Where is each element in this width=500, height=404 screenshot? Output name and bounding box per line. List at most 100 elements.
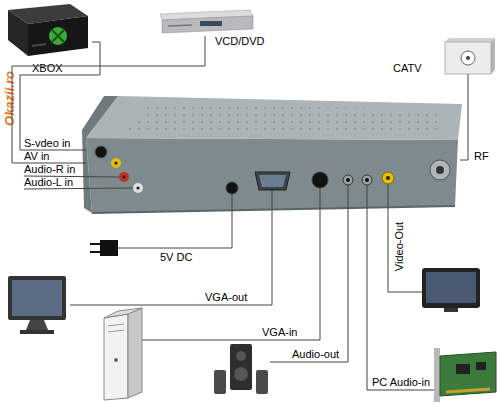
device-name: VCD/DVD	[215, 35, 265, 48]
tv-stand	[444, 308, 458, 312]
tower-top	[104, 308, 142, 318]
card-board	[440, 352, 496, 396]
card-contacts	[446, 389, 490, 392]
vga-in-wire	[142, 188, 320, 340]
drive-bay	[108, 324, 124, 326]
speakers	[214, 344, 268, 394]
rca-yellow-port	[111, 158, 121, 168]
vent-grid	[124, 104, 440, 134]
port-label: PC Audio-in	[372, 376, 430, 389]
rf-pin	[436, 166, 444, 174]
port-name: Audio-L in	[24, 176, 73, 189]
port-label: RF	[474, 150, 489, 163]
socket-side	[491, 38, 495, 74]
port-pin	[386, 176, 390, 180]
plug-prong	[90, 251, 100, 253]
box-edge	[92, 206, 455, 213]
port-label: Video-Out	[393, 217, 406, 277]
player-tray	[168, 25, 192, 26]
power-plug	[90, 240, 118, 256]
vga-out-wire	[70, 190, 272, 305]
cable-line	[12, 36, 205, 163]
card-bracket	[434, 348, 440, 402]
console-logo	[49, 27, 67, 45]
speaker-cone	[236, 351, 246, 361]
catv-socket	[445, 38, 495, 74]
vga-pins	[259, 175, 286, 187]
logo-x	[52, 30, 64, 42]
tv-set	[422, 268, 480, 312]
satellite-speaker	[214, 370, 226, 394]
port-label: 5V DC	[160, 251, 192, 264]
port-pin	[114, 161, 117, 164]
tower-front	[104, 314, 128, 400]
port-pin	[122, 175, 125, 178]
jack-hole	[365, 178, 369, 182]
jack-hole	[346, 178, 350, 182]
cable-line	[460, 74, 468, 160]
subwoofer	[230, 344, 252, 390]
svideo-port	[95, 146, 107, 158]
port-name: Audio-R in	[24, 163, 75, 176]
console-front	[28, 16, 88, 56]
audio-l-wire	[24, 188, 133, 189]
player-node: VCD/DVD	[155, 5, 255, 36]
disc-tray	[32, 44, 46, 46]
leader-lines	[24, 176, 440, 390]
video-out-wire	[388, 184, 422, 292]
box-end-cap	[82, 96, 118, 213]
port-label: Audio-out	[292, 348, 339, 361]
device-name: CATV	[393, 62, 422, 75]
player-front	[162, 16, 253, 33]
port-pin	[136, 186, 139, 189]
rca-red-port	[119, 172, 129, 182]
card-chip	[456, 364, 470, 374]
video-out-port	[382, 172, 394, 184]
rca-white-port	[133, 183, 143, 193]
console-side	[8, 10, 28, 56]
vga-in-port	[312, 172, 328, 188]
port-label: VGA-out	[205, 291, 247, 304]
socket-pin	[466, 56, 470, 60]
device-name: XBOX	[32, 62, 63, 75]
socket-hole	[461, 51, 475, 65]
socket-plate	[445, 42, 491, 74]
cable-line	[20, 42, 100, 150]
rf-port	[430, 160, 450, 180]
port-label: VGA-in	[262, 326, 297, 339]
port-name: AV in	[24, 150, 49, 163]
tower-side	[128, 308, 142, 398]
monitor-stand	[26, 320, 48, 330]
monitor-screen	[12, 280, 62, 316]
speaker-cone	[234, 367, 248, 381]
tuner-node: S-vdeo inAV inAudio-R inAudio-L in	[86, 96, 460, 214]
watermark: Okazii.ro	[3, 66, 16, 132]
socket-node: CATV	[440, 38, 497, 74]
power-jack	[226, 182, 238, 194]
monitor-base	[20, 330, 54, 334]
plug-prong	[90, 243, 100, 245]
socket-edge	[445, 38, 495, 42]
power-button	[114, 358, 118, 362]
drive-bay	[108, 330, 124, 332]
box-top	[86, 96, 462, 140]
dvd-player	[160, 10, 253, 33]
audio-jack	[362, 175, 372, 185]
console-node: XBOX	[0, 0, 92, 62]
tv-screen	[426, 272, 476, 303]
port-name: S-vdeo in	[24, 137, 70, 150]
vga-port	[255, 172, 290, 190]
monitor	[8, 276, 66, 334]
satellite-speaker	[256, 370, 268, 394]
power-wire	[118, 194, 232, 248]
pc-tower	[104, 308, 142, 400]
audio-jack	[343, 175, 353, 185]
xbox-console	[8, 4, 88, 56]
player-display	[200, 21, 222, 26]
sound-card	[434, 348, 496, 402]
